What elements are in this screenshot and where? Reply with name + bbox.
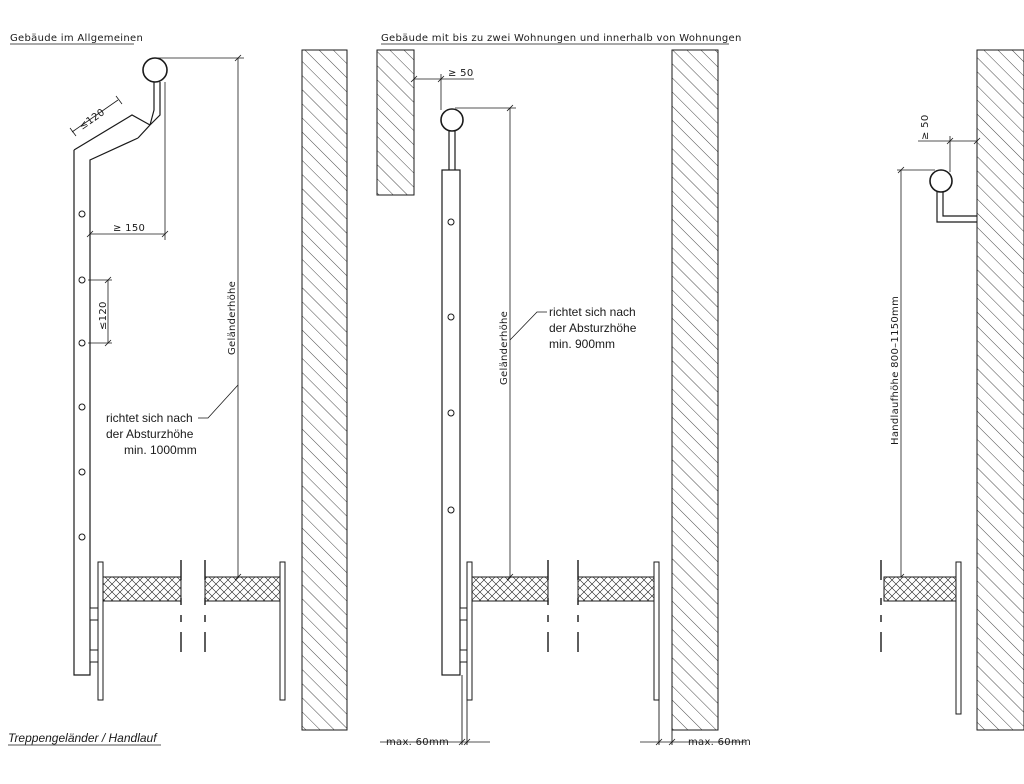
dim-max-120-top: ≤120 [77, 107, 107, 132]
stair-slab-mid-2 [577, 576, 655, 602]
walls [301, 49, 1024, 731]
note-mid-line1: richtet sich nach [549, 305, 636, 319]
dim-max-60-right: max. 60mm [688, 737, 751, 748]
dim-min-50-mid: ≥ 50 [448, 68, 473, 79]
dim-max-120-mid: ≤120 [98, 301, 109, 330]
dim-max-60-left: max. 60mm [386, 737, 449, 748]
stair-slab-right [883, 576, 957, 602]
heading-small-buildings: Gebäude mit bis zu zwei Wohnungen und in… [381, 33, 742, 44]
wall-right [976, 49, 1024, 731]
dim-min-50-right: ≥ 50 [920, 115, 931, 140]
note-mid-line2: der Absturzhöhe [549, 321, 637, 335]
wall-mid-top [376, 49, 415, 196]
stair-slab-left-2 [204, 576, 281, 602]
handrail-profile-mid [440, 108, 464, 132]
stair-slab-mid-1 [471, 576, 549, 602]
handrail-profile [142, 57, 168, 83]
wall-mid [671, 49, 719, 731]
note-left-line3: min. 1000mm [124, 443, 197, 457]
detail-general: ≤120 ≥ 150 ≤120 Geländerhöhe richtet sic… [69, 54, 286, 701]
handrail-profile-right [929, 169, 953, 193]
note-left-line2: der Absturzhöhe [106, 427, 194, 441]
detail-wall-handrail: ≥ 50 Handlaufhöhe 800–1150mm [879, 115, 981, 715]
note-left-line1: richtet sich nach [106, 411, 193, 425]
heading-general: Gebäude im Allgemeinen [10, 33, 143, 44]
dim-gelaenderhoehe-mid: Geländerhöhe [499, 311, 510, 385]
stair-slab-left-1 [102, 576, 182, 602]
note-mid-line3: min. 900mm [549, 337, 615, 351]
caption: Treppengeländer / Handlauf [8, 731, 158, 745]
dim-gelaenderhoehe-left: Geländerhöhe [227, 281, 238, 355]
detail-small-buildings: ≥ 50 Geländerhöhe richtet sich nach der … [380, 68, 751, 748]
wall-left [301, 49, 348, 731]
dim-handlaufhoehe: Handlaufhöhe 800–1150mm [890, 296, 901, 445]
dim-min-150: ≥ 150 [113, 223, 145, 234]
